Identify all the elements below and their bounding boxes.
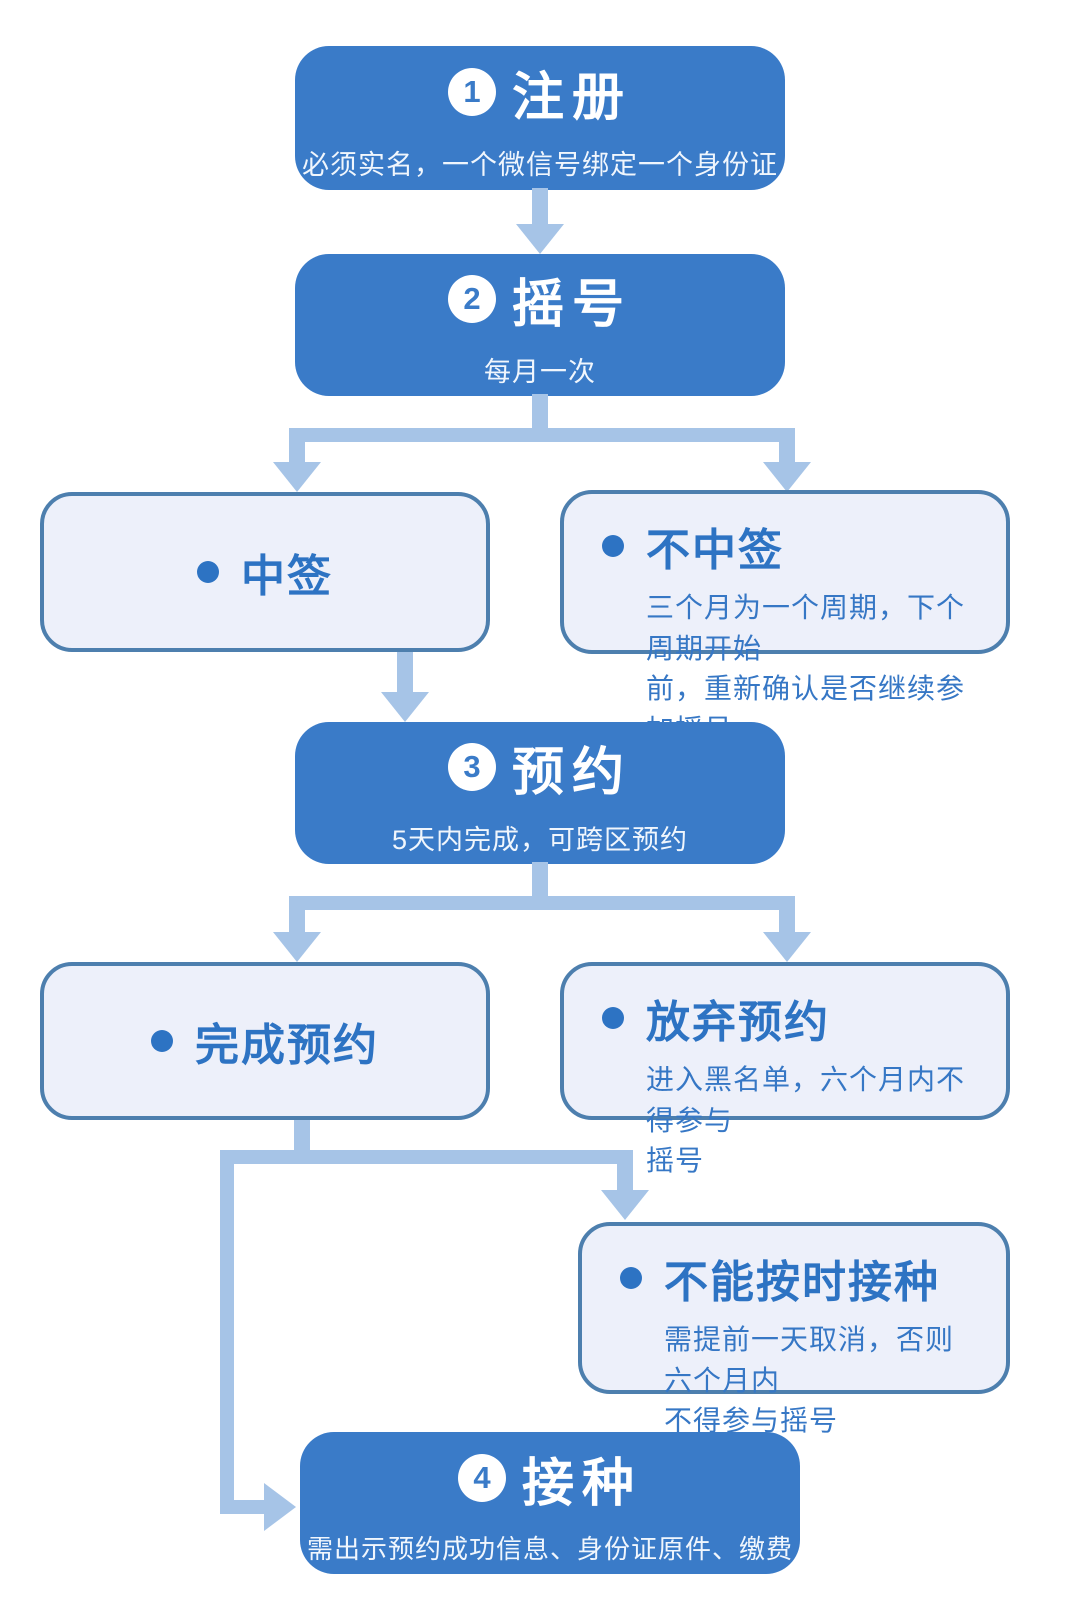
connector-line [220, 1150, 234, 1514]
step-register-subtitle: 必须实名，一个微信号绑定一个身份证 [302, 149, 778, 180]
bullet-icon [620, 1267, 642, 1289]
step-number-4-icon: 4 [457, 1454, 506, 1502]
bullet-icon [197, 561, 219, 583]
outcome-abandon-description: 进入黑名单，六个月内不得参与 摇号 [646, 1064, 966, 1177]
step-box-lottery: 2 摇号 每月一次 [295, 254, 785, 396]
outcome-win-label: 中签 [241, 552, 333, 601]
step-box-vaccinate: 4 接种 需出示预约成功信息、身份证原件、缴费 [300, 1432, 800, 1574]
connector-line [220, 1150, 633, 1164]
step-lottery-label: 摇号 [511, 275, 632, 334]
step-number-1-icon: 1 [447, 68, 496, 116]
outcome-box-booked: 完成预约 [40, 962, 490, 1120]
outcome-lose-label: 不中签 [646, 526, 784, 575]
connector-line [220, 1500, 266, 1514]
connector-line [617, 1162, 633, 1192]
outcome-booked-title: 完成预约 [151, 1009, 379, 1073]
step-vaccinate-title: 4 接种 [457, 1441, 642, 1516]
connector-line [779, 440, 795, 464]
step-lottery-subtitle: 每月一次 [484, 356, 596, 387]
step-register-title: 1 注册 [447, 55, 632, 130]
arrowhead-down-icon [381, 692, 429, 722]
connector-line [289, 440, 305, 464]
outcome-abandon-label: 放弃预约 [646, 998, 830, 1047]
outcome-box-win: 中签 [40, 492, 490, 652]
outcome-box-miss: 不能按时接种 需提前一天取消，否则六个月内 不得参与摇号 [578, 1222, 1010, 1436]
step-number-3-icon: 3 [447, 743, 496, 791]
outcome-lose-title: 不中签 [602, 514, 982, 578]
bullet-icon [151, 1030, 173, 1052]
outcome-box-lose: 不中签 三个月为一个周期，下个周期开始 前，重新确认是否继续参加摇号 [560, 490, 1010, 745]
arrowhead-down-icon [516, 224, 564, 254]
step-vaccinate-subtitle: 需出示预约成功信息、身份证原件、缴费 [306, 1533, 793, 1564]
outcome-miss-title: 不能按时接种 [620, 1246, 982, 1310]
outcome-miss-label: 不能按时接种 [664, 1258, 940, 1307]
outcome-win-title: 中签 [197, 540, 333, 604]
connector-line [289, 908, 305, 934]
step-appointment-label: 预约 [511, 743, 632, 802]
outcome-box-abandon: 放弃预约 进入黑名单，六个月内不得参与 摇号 [560, 962, 1010, 1176]
step-vaccinate-label: 接种 [521, 1454, 642, 1513]
arrowhead-down-icon [763, 462, 811, 492]
connector-line [532, 862, 548, 898]
arrowhead-down-icon [763, 932, 811, 962]
arrowhead-down-icon [273, 932, 321, 962]
connector-line [294, 1120, 310, 1152]
step-box-appointment: 3 预约 5天内完成，可跨区预约 [295, 722, 785, 864]
step-appointment-title: 3 预约 [447, 730, 632, 805]
bullet-icon [602, 1007, 624, 1029]
arrowhead-down-icon [273, 462, 321, 492]
outcome-abandon-title: 放弃预约 [602, 986, 982, 1050]
outcome-miss-description: 需提前一天取消，否则六个月内 不得参与摇号 [664, 1324, 955, 1437]
connector-line [397, 652, 413, 694]
step-number-2-icon: 2 [447, 275, 496, 323]
arrowhead-down-icon [601, 1190, 649, 1220]
connector-line [289, 896, 795, 910]
arrowhead-right-icon [264, 1483, 296, 1531]
bullet-icon [602, 535, 624, 557]
step-box-register: 1 注册 必须实名，一个微信号绑定一个身份证 [295, 46, 785, 190]
outcome-booked-label: 完成预约 [195, 1021, 379, 1070]
connector-line [532, 394, 548, 430]
connector-line [779, 908, 795, 934]
step-appointment-subtitle: 5天内完成，可跨区预约 [391, 824, 689, 855]
step-register-label: 注册 [511, 68, 632, 127]
connector-line [532, 188, 548, 228]
step-lottery-title: 2 摇号 [447, 262, 632, 337]
connector-line [289, 428, 795, 442]
